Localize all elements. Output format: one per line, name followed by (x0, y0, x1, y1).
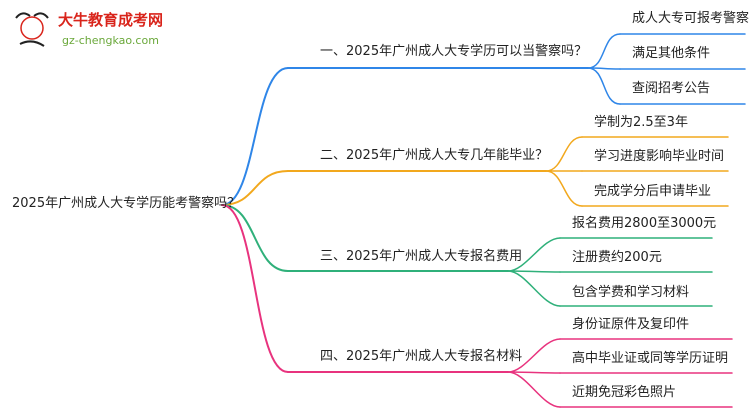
leaf-4-1: 身份证原件及复印件 (572, 317, 690, 332)
leaf-3-2: 注册费约200元 (572, 250, 662, 265)
leaf-1-2: 满足其他条件 (632, 46, 711, 61)
branch-3-connector (221, 204, 289, 272)
branch-1-connector (221, 67, 289, 206)
leaf-3-3: 包含学费和学习材料 (572, 285, 690, 300)
leaf-4-3-connector (507, 371, 561, 408)
leaf-3-3-connector (507, 270, 561, 307)
leaf-1-3: 查阅招考公告 (632, 81, 711, 96)
leaf-1-1: 成人大专可报考警察 (632, 11, 750, 26)
leaf-3-2-connector (507, 270, 561, 273)
branch-1-label: 一、2025年广州成人大专学历可以当警察吗？ (320, 44, 588, 59)
leaf-1-1-connector (587, 33, 621, 69)
branch-2-connector (221, 170, 289, 206)
leaf-4-2: 高中毕业证或同等学历证明 (572, 351, 729, 366)
leaf-3-1: 报名费用2800至3000元 (572, 216, 717, 231)
site-url: gz-chengkao.com (62, 34, 159, 47)
leaf-2-1: 学制为2.5至3年 (594, 115, 688, 130)
leaf-4-2-connector (507, 371, 561, 374)
leaf-2-3: 完成学分后申请毕业 (594, 184, 712, 199)
leaf-2-3-connector (545, 170, 583, 207)
leaf-1-3-connector (587, 67, 621, 105)
site-name: 大牛教育成考网 (58, 11, 164, 29)
site-logo: 大牛教育成考网 gz-chengkao.com (6, 6, 206, 56)
branch-4-connector (221, 204, 289, 373)
leaf-2-2: 学习进度影响毕业时间 (594, 149, 725, 164)
leaf-2-1-connector (545, 136, 583, 172)
leaf-4-1-connector (507, 338, 561, 373)
leaf-4-3: 近期免冠彩色照片 (572, 385, 677, 400)
leaf-3-1-connector (507, 237, 561, 272)
branch-4-label: 四、2025年广州成人大专报名材料 (320, 349, 523, 364)
root-topic: 2025年广州成人大专学历能考警察吗？ (12, 196, 241, 211)
branch-3-label: 三、2025年广州成人大专报名费用 (320, 249, 523, 264)
bull-logo-icon (15, 12, 49, 47)
branch-2-label: 二、2025年广州成人大专几年能毕业？ (320, 148, 549, 163)
